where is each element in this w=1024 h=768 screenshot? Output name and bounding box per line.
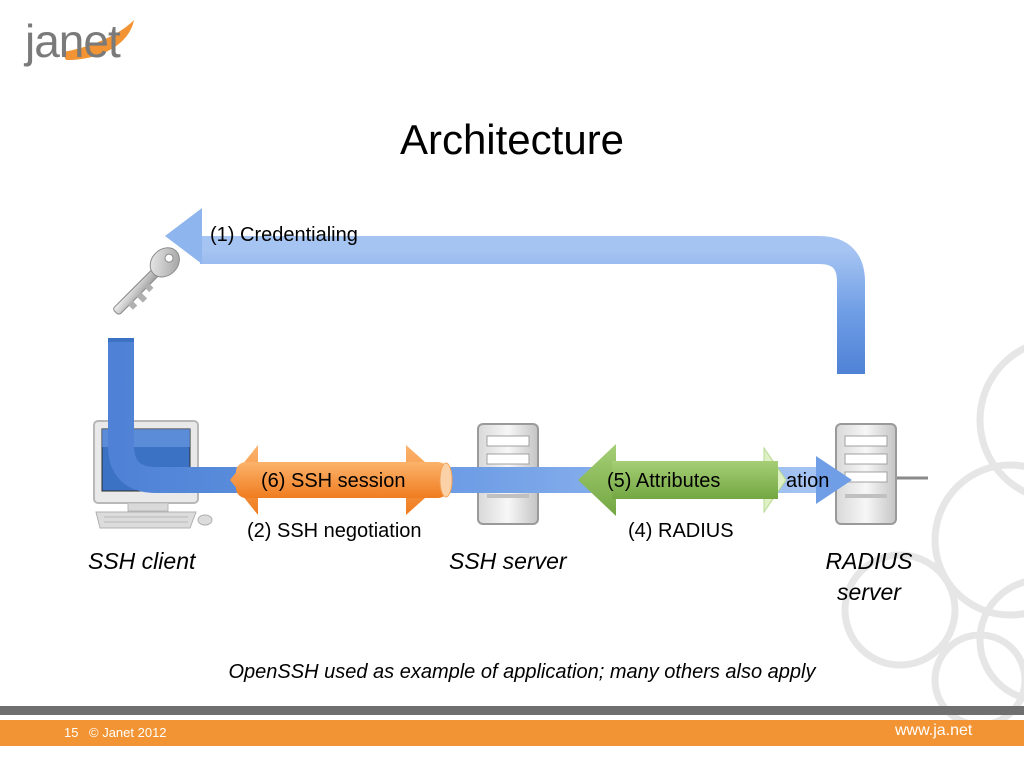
ssh-session-arrow <box>230 445 453 515</box>
radius-server-label-line2: server <box>837 579 901 605</box>
radius-server-icon <box>835 423 928 525</box>
authentication-partial-label: ation <box>786 470 830 492</box>
footer-divider <box>0 706 1024 715</box>
authentication-arrow <box>108 338 818 493</box>
ssh-server-label: SSH server <box>449 548 567 574</box>
janet-logo-swoosh <box>62 20 134 60</box>
application-note: OpenSSH used as example of application; … <box>228 661 816 683</box>
ssh-session-label: (6) SSH session <box>261 470 406 492</box>
authentication-arrowhead <box>816 456 852 504</box>
background-decoration <box>841 344 1024 729</box>
footer-url-link[interactable]: www.ja.net <box>895 722 973 739</box>
attributes-label: (5) Attributes <box>607 470 721 492</box>
credentialing-arrow <box>200 236 865 374</box>
credentialing-arrowhead <box>165 208 202 264</box>
radius-server-label-line1: RADIUS <box>825 548 913 574</box>
attributes-arrow <box>578 444 778 516</box>
credentialing-label: (1) Credentialing <box>210 224 358 246</box>
radius-label: (4) RADIUS <box>628 520 734 542</box>
ssh-negotiation-label: (2) SSH negotiation <box>247 520 422 542</box>
janet-logo: janet <box>25 15 121 67</box>
key-icon <box>113 247 180 315</box>
footer-bar <box>0 720 1024 746</box>
ssh-client-label: SSH client <box>88 548 196 574</box>
page-number: 15 <box>64 725 79 740</box>
page-title: Architecture <box>399 116 625 163</box>
copyright-text: © Janet 2012 <box>89 725 167 740</box>
